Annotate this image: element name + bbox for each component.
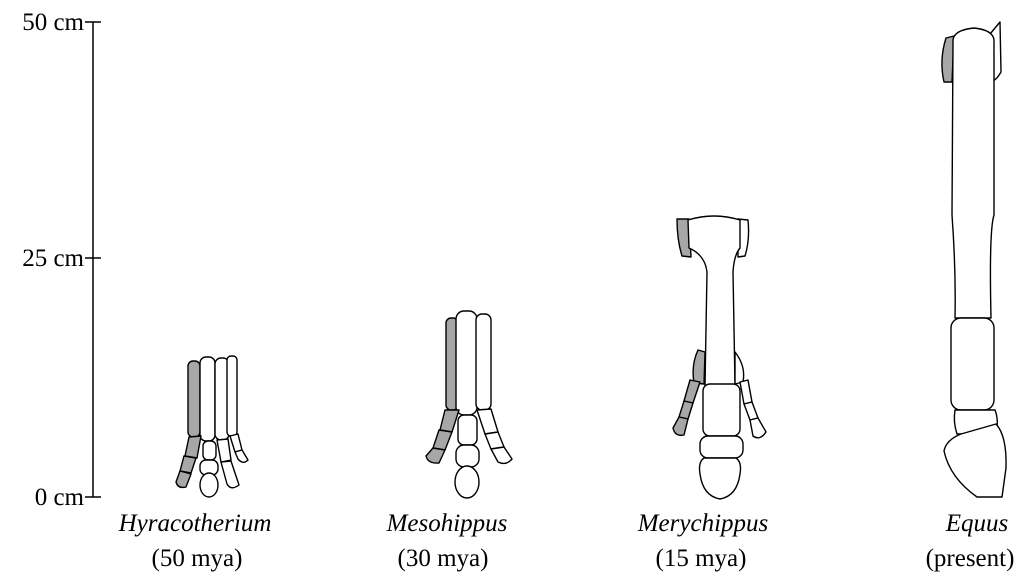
phalanx-outer-2 — [235, 450, 248, 462]
metacarpal-right — [476, 314, 491, 410]
species-name: Equus — [945, 510, 1009, 537]
phalanx-outer-1 — [230, 434, 242, 452]
species-name: Mesohippus — [386, 510, 508, 537]
species-age: (15 mya) — [656, 545, 747, 572]
phalanx-right-2 — [221, 461, 239, 488]
metacarpal-outer-left — [188, 361, 200, 437]
foot-equus — [942, 22, 1006, 497]
hoof — [700, 458, 741, 499]
phalanx-left-3 — [176, 471, 191, 487]
foot-hyracotherium — [176, 356, 248, 497]
cannon-bone — [952, 28, 994, 318]
side-phalanx-right-2 — [744, 402, 758, 420]
side-phalanx-right-1 — [740, 380, 752, 404]
phalanx-left-2 — [180, 456, 196, 473]
caption-merychippus: Merychippus (15 mya) — [637, 510, 769, 572]
foot-merychippus — [673, 216, 766, 499]
side-metacarpal-right — [735, 352, 744, 384]
caption-hyracotherium: Hyracotherium (50 mya) — [118, 510, 272, 572]
phalanx-mid-2 — [456, 445, 479, 467]
pastern-lower — [700, 436, 743, 458]
side-phalanx-left-3 — [673, 417, 688, 435]
side-phalanx-right-3 — [750, 418, 766, 438]
phalanx-left-3 — [426, 448, 445, 463]
phalanx-mid-1 — [458, 415, 477, 445]
pastern-upper — [703, 384, 740, 436]
species-name: Hyracotherium — [118, 510, 272, 537]
species-age: (30 mya) — [398, 545, 489, 572]
phalanx-right-1 — [217, 439, 231, 462]
scale-label-50: 50 cm — [22, 9, 84, 36]
side-phalanx-left-2 — [679, 401, 693, 419]
scale-label-25: 25 cm — [22, 245, 84, 272]
side-phalanx-left-1 — [684, 380, 700, 403]
caption-equus: Equus (present) — [926, 510, 1015, 572]
metacarpal-center — [456, 311, 477, 415]
caption-mesohippus: Mesohippus (30 mya) — [386, 510, 508, 572]
scale-bar: 50 cm 25 cm 0 cm — [22, 9, 101, 511]
side-metacarpal-left — [693, 350, 705, 384]
metacarpal-inner-left — [200, 357, 215, 441]
hoof-mid — [200, 473, 218, 497]
species-age: (present) — [926, 545, 1015, 572]
scale-label-0: 0 cm — [35, 484, 85, 511]
hoof-mid — [455, 466, 479, 498]
pastern-bone — [951, 318, 994, 410]
foot-mesohippus — [426, 311, 512, 498]
phalanx-left-1 — [185, 436, 201, 458]
phalanx-left-1 — [440, 410, 459, 432]
phalanx-mid-1 — [203, 441, 216, 460]
phalanx-right-2 — [485, 432, 504, 449]
metacarpal-outer-right — [227, 356, 237, 436]
phalanx-right-1 — [477, 409, 498, 434]
phalanx-right-3 — [491, 447, 512, 463]
phalanx-left-2 — [433, 430, 452, 450]
species-name: Merychippus — [637, 510, 769, 537]
species-age: (50 mya) — [152, 545, 243, 572]
hoof — [944, 424, 1006, 497]
